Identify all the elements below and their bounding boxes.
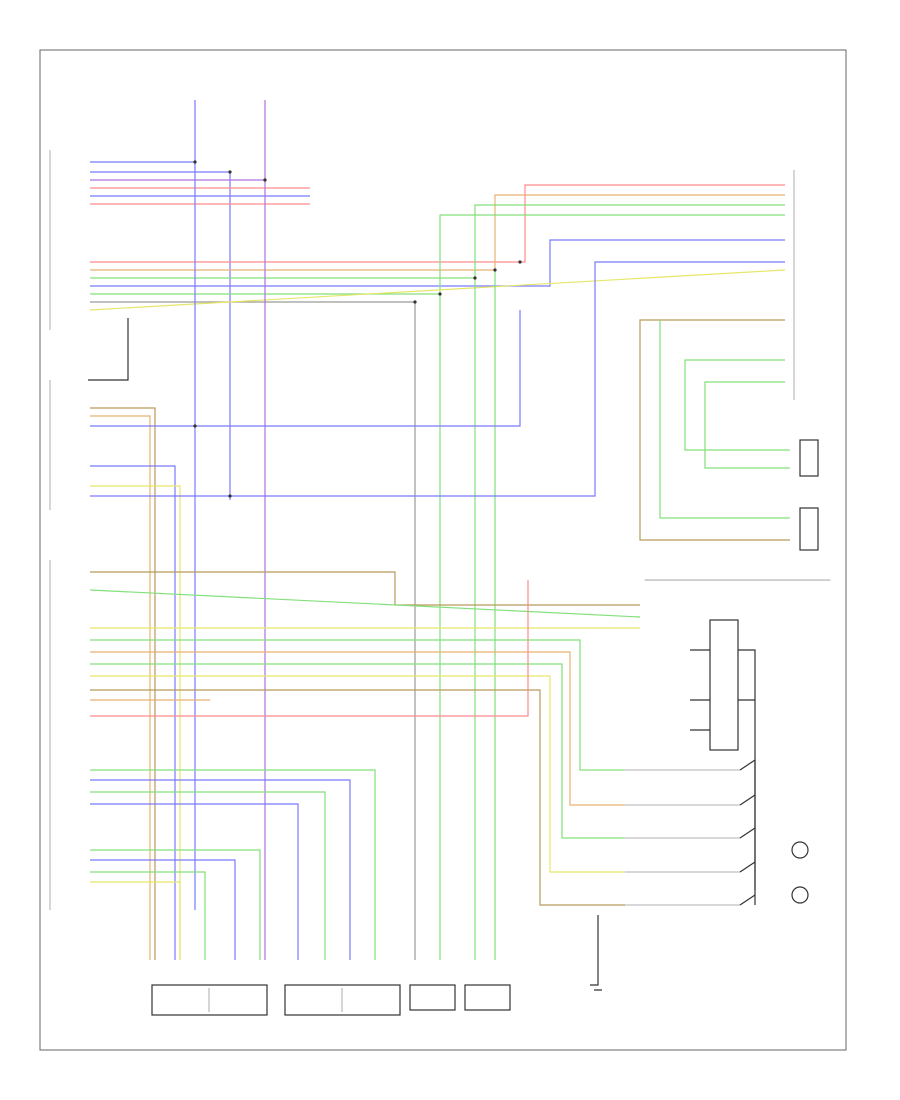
- ground-link: [88, 318, 129, 381]
- diagram-frame: [39, 49, 847, 1051]
- wire-group-lower: [89, 571, 641, 960]
- lamp-icon: [791, 886, 809, 904]
- left-rear-sensor: [284, 984, 401, 1016]
- sensor-group-bottom: [151, 984, 511, 1016]
- ride-height-sensor-a: [409, 984, 456, 1011]
- wire-group-right-sensors: [639, 319, 790, 541]
- suspension-control-unit: [690, 619, 756, 890]
- wire-group-vertical: [194, 100, 496, 960]
- ground-icon: [590, 915, 602, 991]
- junction-dots: [193, 160, 522, 498]
- left-rear-sensor-connector: [799, 507, 819, 551]
- lamp-icon: [791, 841, 809, 859]
- wire-group-top: [89, 161, 786, 960]
- right-rear-sensor-connector: [799, 439, 819, 477]
- ride-height-sensor-b: [464, 984, 511, 1011]
- right-rear-sensor: [151, 984, 268, 1016]
- wire-group-bottom-left: [90, 849, 261, 960]
- wire-group-middle: [90, 261, 785, 960]
- mode-switch: [625, 759, 756, 906]
